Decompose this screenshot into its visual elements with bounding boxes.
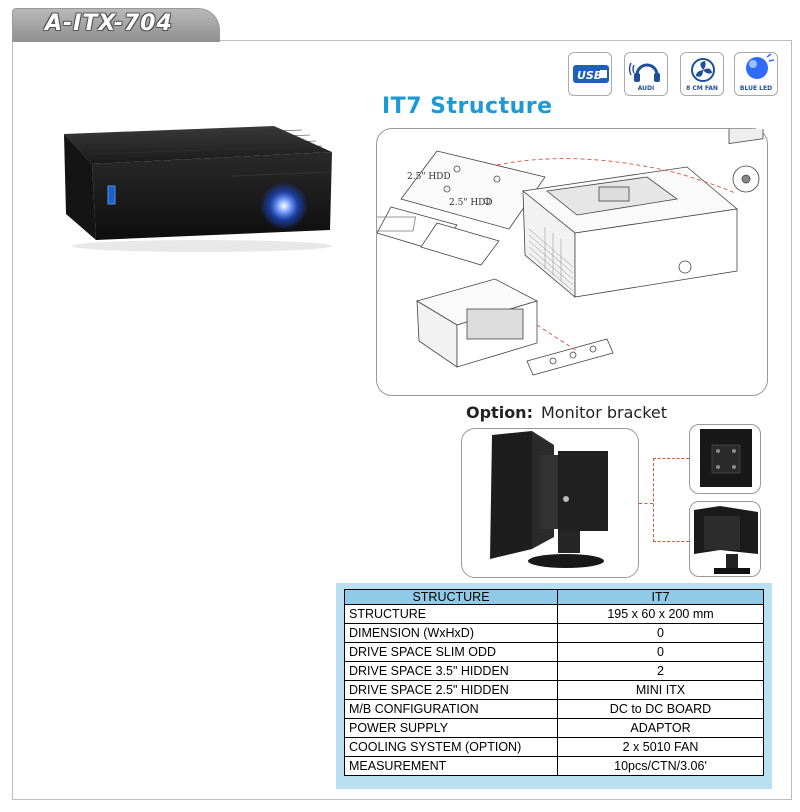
badge-audio-label: AUDI	[637, 85, 655, 92]
product-photo	[64, 126, 332, 252]
spec-label: DRIVE SPACE 2.5" HIDDEN	[344, 680, 558, 700]
spec-value: 0	[557, 642, 764, 662]
spec-label: COOLING SYSTEM (OPTION)	[344, 737, 558, 757]
mounted-pc-photo	[689, 501, 761, 577]
connector-line	[639, 503, 653, 504]
blue-led-icon: BLUE LED	[734, 52, 778, 96]
hdd-label-a: 2.5" HDD	[407, 172, 451, 182]
usb-icon: USB	[568, 52, 612, 96]
exploded-view-drawing: 2.5" HDD 2.5" HDD	[372, 104, 764, 376]
spec-label: POWER SUPPLY	[344, 718, 558, 738]
model-tab[interactable]: A-ITX-704	[12, 8, 220, 42]
spec-label: M/B CONFIGURATION	[344, 699, 558, 719]
structure-diagram: 2.5" HDD 2.5" HDD	[372, 104, 768, 396]
spec-value: ADAPTOR	[557, 718, 764, 738]
spec-header-value: IT7	[557, 589, 764, 605]
spec-table-header: STRUCTURE IT7	[344, 589, 764, 605]
option-prefix: Option:	[466, 403, 533, 422]
spec-label: DIMENSION (WxHxD)	[344, 623, 558, 643]
option-caption: Option: Monitor bracket	[466, 403, 667, 422]
spec-label: STRUCTURE	[344, 604, 558, 624]
option-text: Monitor bracket	[540, 403, 668, 422]
audio-headphones-icon: AUDI	[624, 52, 668, 96]
spec-label: MEASUREMENT	[344, 756, 558, 776]
bracket-detail-photo	[689, 424, 761, 494]
svg-text:USB: USB	[577, 69, 602, 82]
fan-icon: 8 CM FAN	[680, 52, 724, 96]
spec-label: DRIVE SPACE SLIM ODD	[344, 642, 558, 662]
spec-value: MINI ITX	[557, 680, 764, 700]
spec-value: 2	[557, 661, 764, 681]
connector-line	[653, 458, 689, 459]
badge-led-label: BLUE LED	[739, 85, 773, 92]
content-frame	[12, 40, 792, 800]
table-row: DIMENSION (WxHxD)0	[344, 623, 764, 643]
spec-value: 2 x 5010 FAN	[557, 737, 764, 757]
spec-value: DC to DC BOARD	[557, 699, 764, 719]
monitor-bracket-photo	[461, 428, 639, 578]
structure-title: IT7 Structure	[382, 94, 553, 119]
spec-header-label: STRUCTURE	[344, 589, 558, 605]
spec-value: 10pcs/CTN/3.06'	[557, 756, 764, 776]
connector-line	[653, 458, 654, 542]
table-row: COOLING SYSTEM (OPTION)2 x 5010 FAN	[344, 737, 764, 757]
spec-value: 0	[557, 623, 764, 643]
spec-label: DRIVE SPACE 3.5" HIDDEN	[344, 661, 558, 681]
hdd-label-b: 2.5" HDD	[449, 198, 493, 208]
connector-line	[653, 541, 689, 542]
model-tab-label: A-ITX-704	[45, 11, 173, 36]
spec-value: 195 x 60 x 200 mm	[557, 604, 764, 624]
badge-fan-label: 8 CM FAN	[686, 85, 718, 92]
